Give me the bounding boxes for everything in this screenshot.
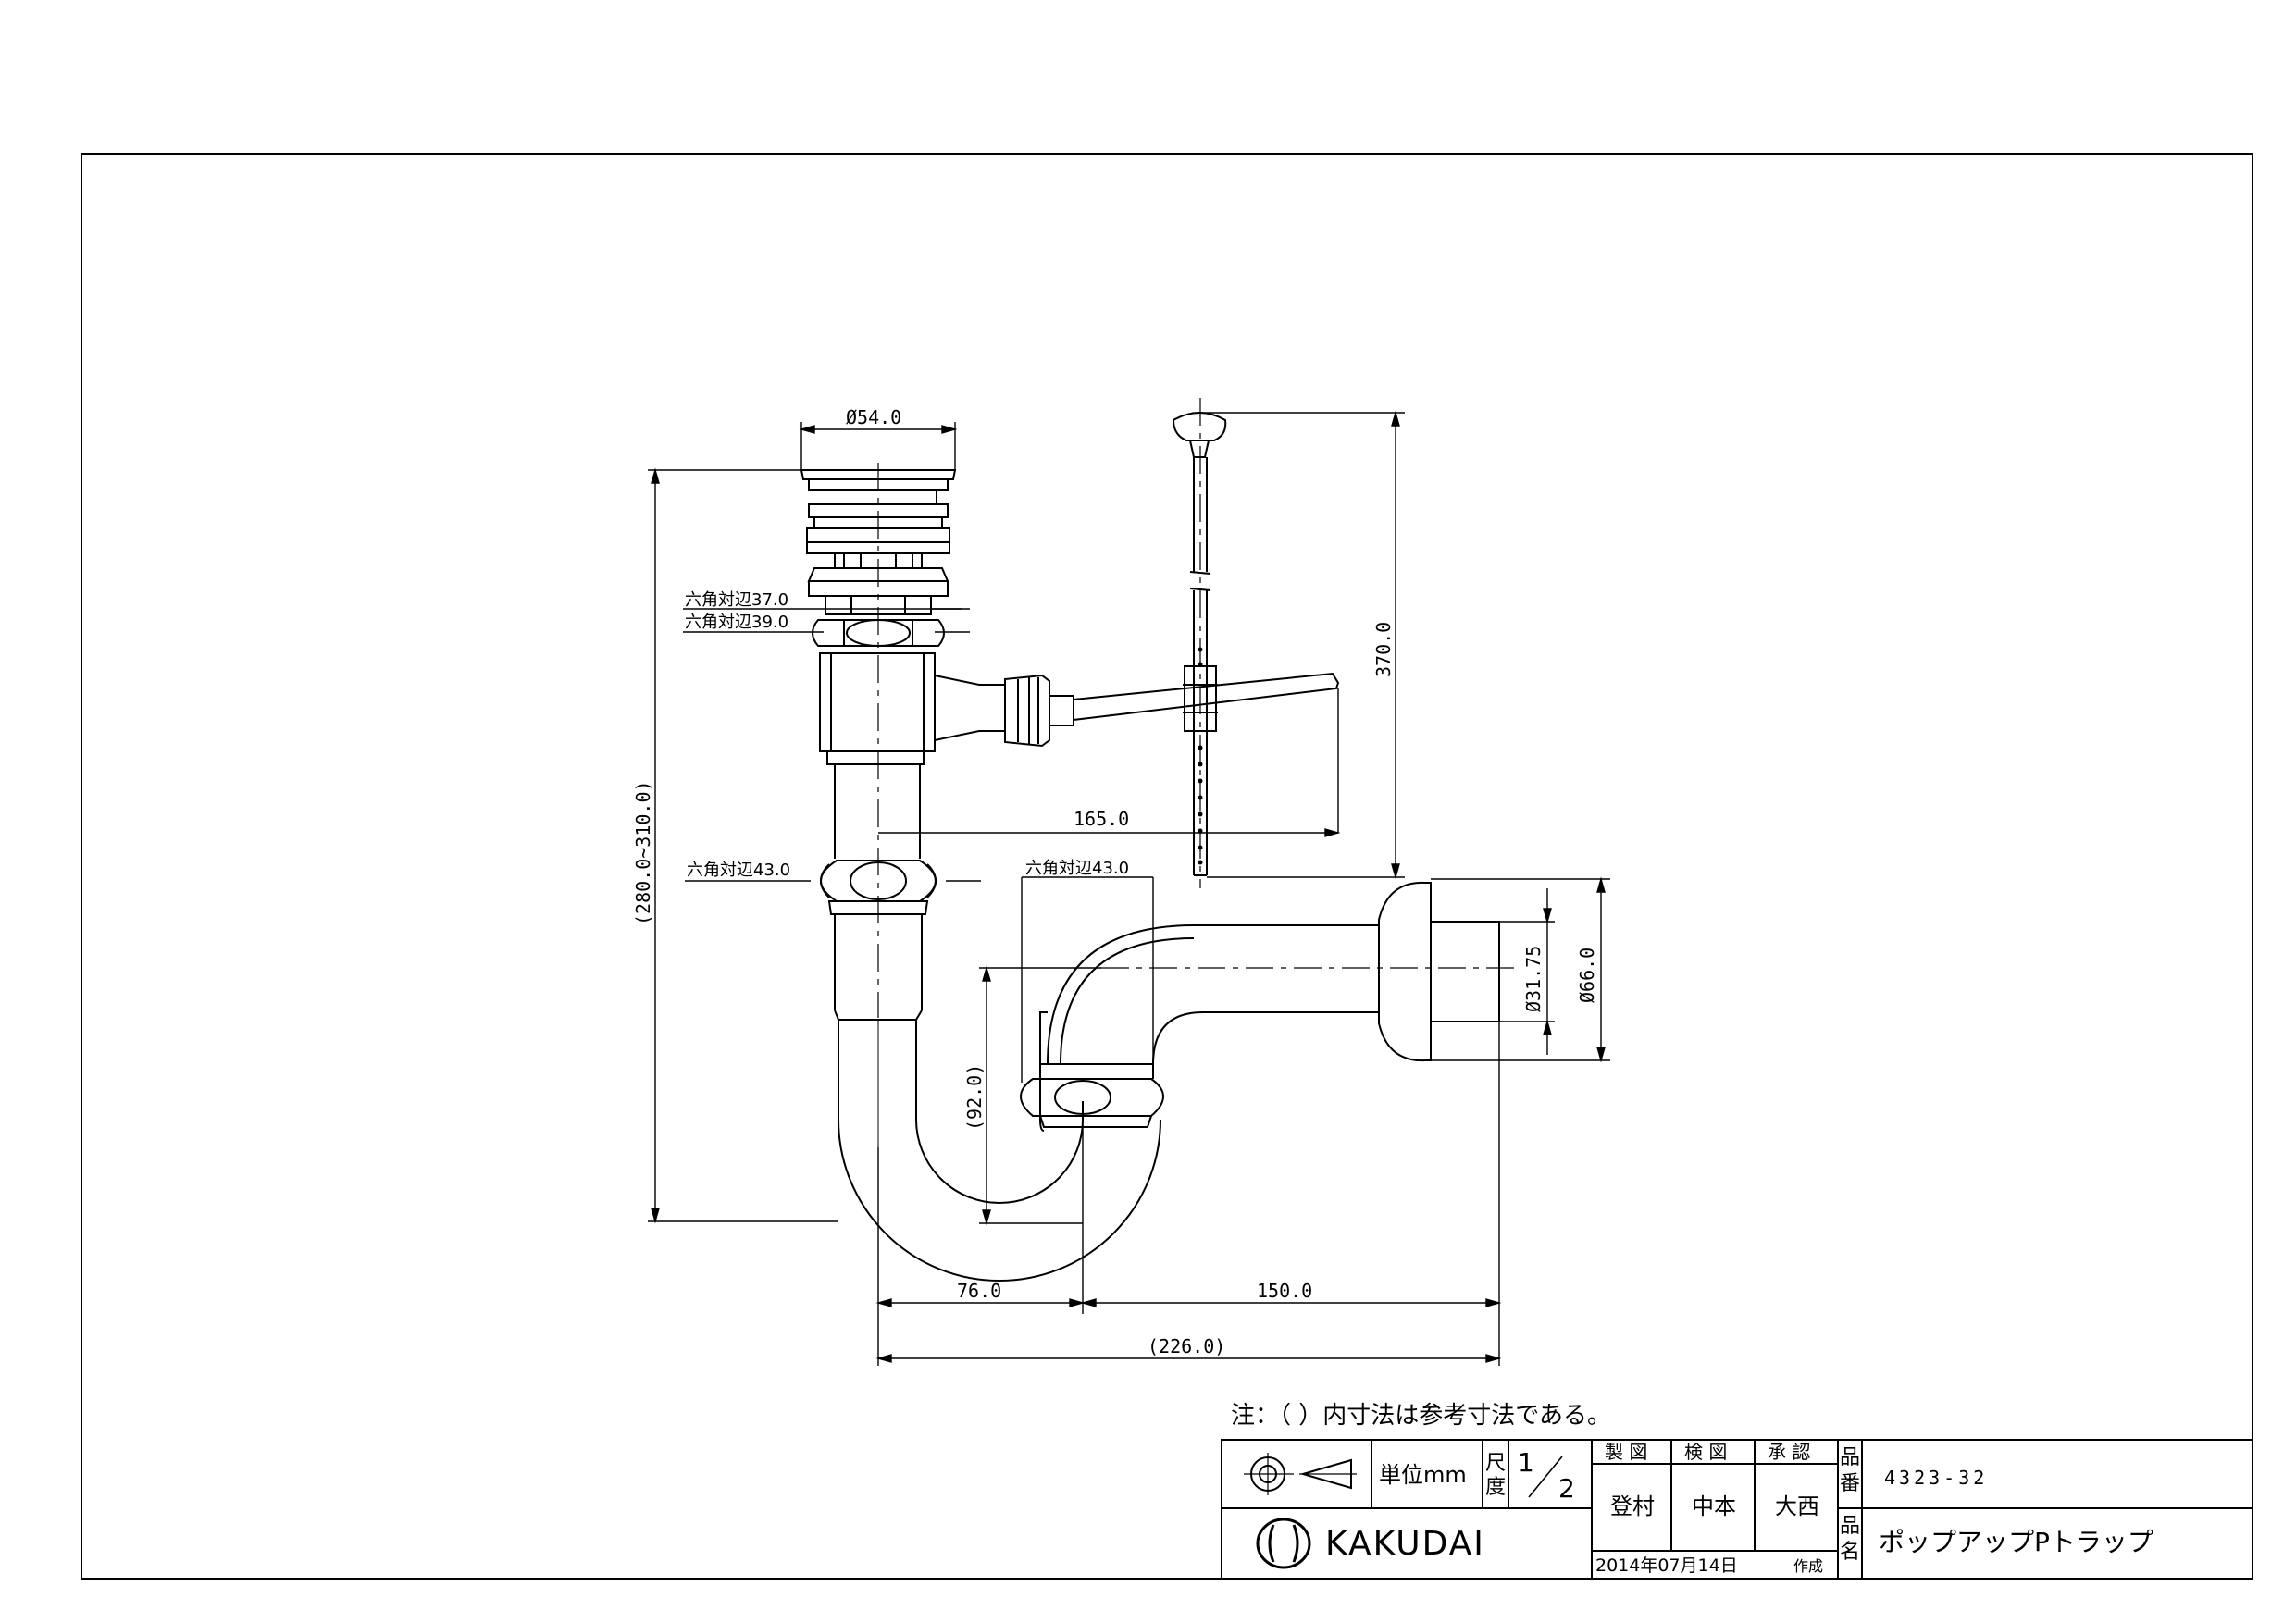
created-label: 作成 [1793, 1557, 1823, 1575]
dim-370: 370.0 [1372, 622, 1395, 677]
approved-by-label: 承 認 [1768, 1441, 1810, 1463]
brand-name: KAKUDAI [1325, 1525, 1485, 1563]
part-no-label-2: 番 [1840, 1472, 1860, 1495]
scale-numerator: 1 [1518, 1447, 1534, 1478]
dim-150: 150.0 [1257, 1280, 1312, 1302]
approved-by-name: 大西 [1775, 1493, 1819, 1519]
scale-label-1: 尺 [1485, 1452, 1506, 1475]
drawn-by-name: 登村 [1610, 1493, 1655, 1519]
unit-label: 単位mm [1379, 1462, 1467, 1488]
center-lines [877, 398, 1518, 1018]
kakudai-logo: KAKUDAI [1256, 1518, 1485, 1569]
part-number: 4323-32 [1884, 1467, 1988, 1489]
dim-76: 76.0 [957, 1280, 1001, 1302]
drawing-border [81, 153, 2253, 1580]
scale-slash [1528, 1456, 1563, 1498]
lift-rod [1172, 412, 1227, 876]
checked-by-name: 中本 [1692, 1493, 1736, 1519]
creation-date: 2014年07月14日 [1595, 1555, 1738, 1576]
name-label-1: 品 [1840, 1515, 1860, 1538]
reference-note: 注：（ ）内寸法は参考寸法である。 [1231, 1402, 1611, 1430]
drawn-by-label: 製 図 [1605, 1441, 1647, 1463]
scale-denominator: 2 [1558, 1473, 1575, 1504]
dim-diameter-54: Ø54.0 [846, 406, 901, 428]
dimension-lines [648, 410, 1610, 1366]
product-name: ポップアップPトラップ [1879, 1527, 2153, 1557]
dim-226: (226.0) [1148, 1335, 1225, 1357]
part-no-label-1: 品 [1840, 1446, 1860, 1469]
dim-165: 165.0 [1074, 808, 1129, 830]
scale-label-2: 度 [1485, 1476, 1506, 1499]
dim-diameter-66: Ø66.0 [1576, 948, 1598, 1003]
dim-hex-39: 六角対辺39.0 [685, 613, 788, 632]
dim-hex-37: 六角対辺37.0 [685, 590, 788, 610]
title-block [1221, 1439, 2253, 1580]
checked-by-label: 検 図 [1684, 1441, 1727, 1463]
dim-hex-43-right: 六角対辺43.0 [1025, 859, 1129, 878]
dim-height-280-310: (280.0~310.0) [632, 780, 654, 925]
name-label-2: 名 [1840, 1541, 1860, 1564]
dim-hex-43-left: 六角対辺43.0 [687, 861, 790, 880]
dim-92: (92.0) [963, 1064, 986, 1131]
dim-diameter-31-75: Ø31.75 [1522, 946, 1545, 1012]
